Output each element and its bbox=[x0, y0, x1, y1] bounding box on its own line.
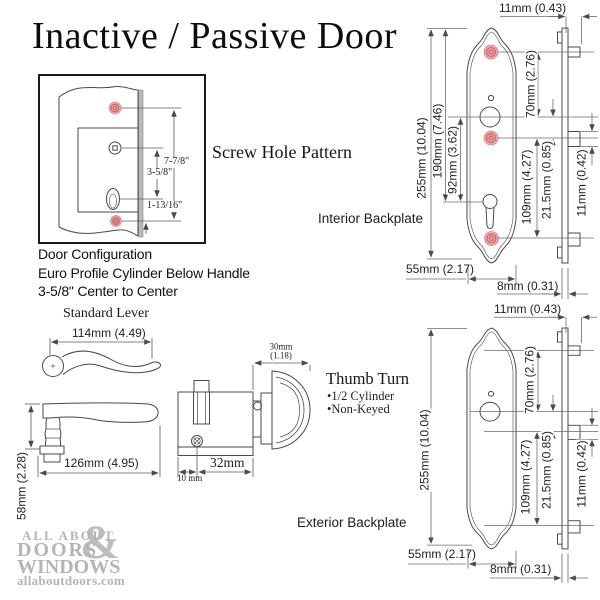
int-tab-offset-dim: 11mm (0.43) bbox=[499, 1, 567, 15]
cylinder-length-dim: 32mm bbox=[210, 455, 245, 470]
logo-url: allaboutdoors.com bbox=[17, 573, 126, 588]
lever-side-view bbox=[39, 402, 159, 463]
spindle-hole bbox=[108, 141, 122, 155]
cylinder-set-screw bbox=[191, 435, 203, 447]
cylinder-hole-oval bbox=[106, 188, 120, 210]
thumb-turn-bullet-2: •Non-Keyed bbox=[327, 402, 390, 416]
thumb-turn-bullet-1: •1/2 Cylinder bbox=[327, 389, 395, 403]
euro-cylinder-hole bbox=[482, 194, 498, 230]
exterior-backplate-label: Exterior Backplate bbox=[297, 515, 407, 530]
lever-height-dim: 58mm (2.28) bbox=[14, 450, 29, 522]
door-configuration-line1: Door Configuration bbox=[38, 246, 152, 262]
int-handle-to-bottom-screw-dim: 109mm (4.27) bbox=[519, 148, 534, 226]
knob-width-mm: 30mm bbox=[269, 341, 293, 352]
indicator-hole bbox=[487, 390, 495, 397]
ext-tab-height-dim: 11mm (0.42) bbox=[574, 439, 589, 509]
int-tab-height-dim: 11mm (0.42) bbox=[574, 148, 589, 218]
door-configuration-line2: Euro Profile Cylinder Below Handle bbox=[38, 264, 250, 281]
door-configuration-line3: 3-5/8" Center to Center bbox=[38, 283, 178, 299]
ext-width-dim: 55mm (2.17) bbox=[408, 547, 477, 561]
screw-marker-bottom bbox=[110, 215, 122, 227]
lever-top-view bbox=[42, 350, 161, 377]
ext-handle-to-bottom-screw-dim: 109mm (4.27) bbox=[518, 438, 533, 516]
ext-height-dim: 255mm (10.04) bbox=[417, 408, 432, 492]
int-handle-to-cylinder-dim: 92mm (3.62) bbox=[445, 124, 460, 196]
logo-line3: WINDOWS bbox=[17, 556, 121, 578]
thumbturn-pivot-hole bbox=[253, 401, 262, 411]
int-handle-to-screw-dim: 21.5mm (0.85) bbox=[539, 139, 554, 221]
thumbturn-knob bbox=[271, 370, 311, 450]
ext-handle-to-screw-dim: 21.5mm (0.85) bbox=[539, 429, 554, 511]
cylinder-cam-tab bbox=[193, 380, 210, 393]
thumb-turn-label: Thumb Turn bbox=[326, 369, 409, 388]
lever-top-dimension bbox=[49, 338, 153, 359]
ext-thickness-dim: 8mm (0.31) bbox=[490, 562, 552, 576]
door-edge-face bbox=[138, 89, 144, 238]
lever-length-dim: 126mm (4.95) bbox=[64, 456, 139, 470]
dim-overall-height: 7-7/8" bbox=[163, 156, 191, 168]
cylinder-drawing bbox=[177, 370, 311, 456]
interior-dimension-lines bbox=[406, 13, 598, 299]
int-width-dim: 55mm (2.17) bbox=[406, 262, 475, 276]
ext-tab-offset-dim: 11mm (0.43) bbox=[494, 302, 562, 316]
indicator-hole bbox=[487, 94, 495, 102]
lever-width-dim: 114mm (4.49) bbox=[72, 326, 146, 340]
exterior-backplate-drawing bbox=[408, 314, 598, 583]
cylinder-offset-dim: 10 mm bbox=[177, 473, 203, 483]
int-screw-to-handle-dim: 70mm (2.76) bbox=[523, 48, 538, 120]
exterior-dimension-lines bbox=[408, 314, 598, 583]
screw-marker-top bbox=[108, 101, 122, 115]
int-thickness-dim: 8mm (0.31) bbox=[497, 279, 559, 293]
int-height-dim: 255mm (10.04) bbox=[414, 116, 429, 200]
logo-line1: ALL ABOUT bbox=[22, 528, 115, 543]
logo-ampersand: & bbox=[80, 516, 120, 569]
standard-lever-label: Standard Lever bbox=[63, 306, 149, 321]
interior-backplate-drawing bbox=[406, 13, 598, 299]
int-top-to-cylinder-dim: 190mm (7.46) bbox=[430, 102, 445, 180]
cylinder-dimensions bbox=[177, 360, 311, 478]
interior-backplate-label: Interior Backplate bbox=[318, 211, 424, 226]
knob-width-dim: 30mm (1.18) bbox=[269, 341, 293, 362]
screw-hole-pattern-label: Screw Hole Pattern bbox=[212, 142, 352, 162]
ext-screw-to-handle-dim: 70mm (2.76) bbox=[522, 344, 537, 416]
knob-width-in: (1.18) bbox=[270, 351, 292, 361]
lever-side-dimensions bbox=[25, 403, 161, 477]
dim-cylinder-offset: 1-13/16" bbox=[146, 200, 184, 212]
interior-side-profile bbox=[557, 27, 581, 264]
logo-line2: DOORS bbox=[17, 539, 99, 561]
screw-hole-pattern-box bbox=[38, 74, 206, 244]
dim-center-to-center: 3-5/8" bbox=[146, 167, 174, 179]
page-title: Inactive / Passive Door bbox=[32, 15, 398, 57]
door-edge-drawing bbox=[58, 86, 144, 238]
door-configuration-text: Door Configuration Euro Profile Cylinder… bbox=[38, 245, 250, 301]
